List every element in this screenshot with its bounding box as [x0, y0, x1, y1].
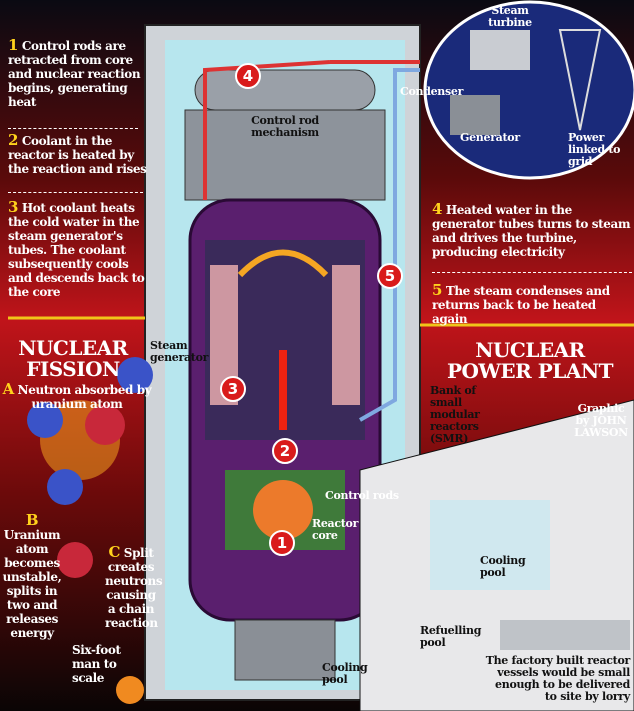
step-marker-4: 4	[235, 63, 261, 89]
generator-label: Generator	[460, 131, 520, 144]
lorry	[500, 620, 630, 650]
step-marker-5: 5	[377, 263, 403, 289]
control-rod-mechanism-label: Control rod mechanism	[251, 114, 319, 139]
plant-title: NUCLEAR POWER PLANT	[446, 338, 614, 383]
reactor-core-glow	[253, 480, 313, 540]
control-rods-label: Control rods	[325, 489, 399, 502]
reactor-head	[184, 109, 386, 201]
reactor-core-label: Reactor core	[312, 517, 359, 542]
step-5: 5 The steam condenses and returns back t…	[432, 281, 610, 327]
uranium-atom	[27, 402, 63, 438]
fission-step-b: B Uranium atom becomes unstable, splits …	[2, 511, 62, 641]
refuelling-pool-label: Refuelling pool	[420, 624, 482, 649]
plant-cooling-pool-label: Cooling pool	[480, 554, 526, 579]
divider	[8, 192, 143, 193]
smr-cooling-pool	[430, 500, 550, 590]
uranium-atom	[47, 469, 83, 505]
fission-step-a: A Neutron absorbed by uranium atom	[2, 380, 152, 412]
smr-label: Bank of small modular reactors (SMR)	[430, 384, 480, 445]
cooling-pool-label: Cooling pool	[322, 661, 368, 686]
fission-step-c: C Split creates neutrons causing a chain…	[105, 543, 163, 631]
steam-turbine-label: Steam turbine	[488, 4, 532, 29]
divider	[432, 272, 632, 273]
scale-label: Six-foot man to scale	[72, 643, 121, 685]
fission-title: NUCLEAR FISSION	[18, 336, 128, 381]
grid-label: Power linked to grid	[568, 131, 621, 168]
control-rod-mechanism-shape	[194, 69, 376, 111]
step-marker-1: 1	[269, 530, 295, 556]
step-marker-3: 3	[220, 376, 246, 402]
steam-generator-right	[332, 265, 360, 405]
steam-turbine-shape	[470, 30, 530, 70]
divider	[8, 128, 138, 129]
condenser-label: Condenser	[400, 85, 464, 98]
lorry-label: The factory built reactor vessels would …	[485, 654, 631, 703]
uranium-atom	[85, 405, 125, 445]
steam-pipe	[203, 60, 331, 200]
step-4: 4 Heated water in the generator tubes tu…	[432, 200, 631, 260]
generator-shape	[450, 95, 500, 135]
step-2: 2 Coolant in the reactor is heated by th…	[8, 131, 147, 177]
step-marker-2: 2	[272, 438, 298, 464]
uranium-atom	[117, 357, 153, 393]
reactor-base	[234, 619, 336, 681]
uranium-atom	[57, 542, 93, 578]
man-to-scale	[116, 676, 144, 704]
graphic-credit: Graphic by JOHN LAWSON	[574, 402, 628, 439]
step-3: 3 Hot coolant heats the cold water in th…	[8, 198, 145, 300]
pylon-shape	[558, 29, 602, 131]
steam-generator-label: Steam generator	[150, 339, 209, 364]
step-1: 1 Control rods are retracted from core a…	[8, 36, 141, 110]
return-water-pipe	[359, 68, 420, 422]
coolant-flow-arrow	[237, 249, 329, 278]
